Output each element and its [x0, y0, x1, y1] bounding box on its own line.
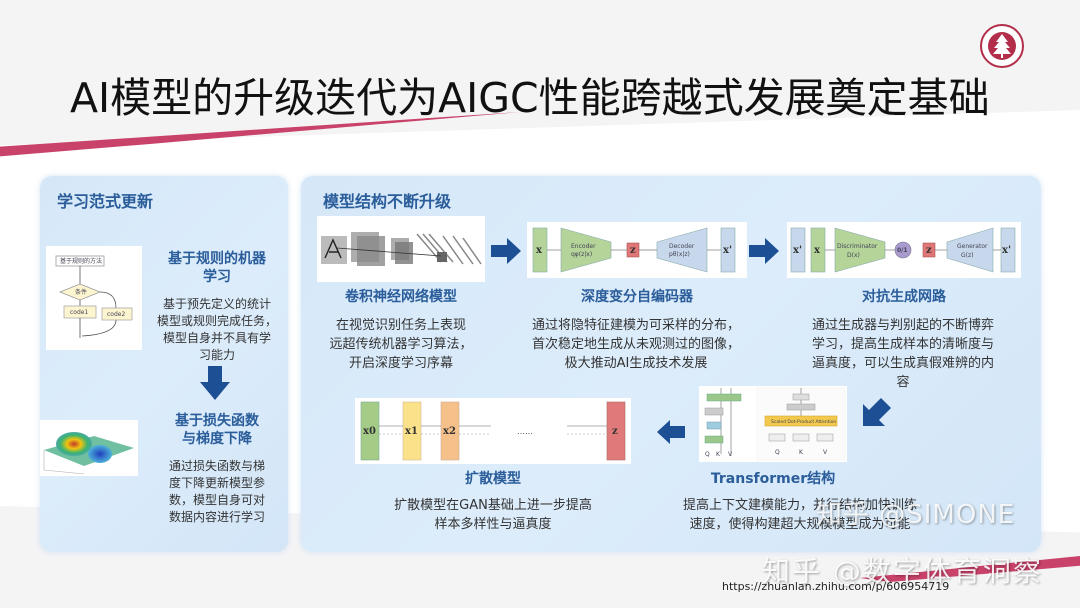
desc-line: 基于预先定义的统计	[162, 297, 271, 311]
stage1-title-line2: 学习	[203, 269, 231, 285]
svg-text:z: z	[612, 426, 618, 437]
vae-title: 深度变分自编码器	[581, 289, 693, 305]
svg-text:V: V	[728, 451, 733, 458]
svg-text:……: ……	[517, 427, 533, 436]
svg-text:qφ(z|x): qφ(z|x)	[571, 251, 592, 258]
gan-figure: x' x Discriminator D(x) 0/1 z Generator …	[787, 222, 1021, 278]
svg-text:pθ(x|z): pθ(x|z)	[669, 251, 690, 258]
panel-title: 学习范式更新	[57, 192, 154, 211]
svg-text:Generator: Generator	[957, 243, 988, 250]
desc-line: 通过生成器与判别起的不断博弈	[811, 318, 994, 333]
right-arrow-icon	[491, 238, 521, 264]
svg-text:code2: code2	[107, 311, 125, 318]
svg-text:0/1: 0/1	[897, 247, 908, 254]
svg-text:条件: 条件	[75, 288, 87, 296]
svg-text:x1: x1	[405, 426, 418, 437]
desc-line: 扩散模型在GAN基础上进一步提高	[394, 498, 592, 513]
gan-description: 通过生成器与判别起的不断博弈 学习，提高生成样本的清晰度与 逼真度，可以生成真假…	[783, 316, 1023, 392]
decorative-stripe-top	[0, 112, 520, 157]
svg-text:Q: Q	[775, 449, 780, 456]
university-seal-icon	[980, 24, 1024, 68]
vae-description: 通过将隐特征建模为可采样的分布， 首次稳定地生成从未观测过的图像， 极大推动AI…	[501, 316, 771, 373]
desc-line: 极大推动AI生成技术发展	[564, 356, 708, 371]
desc-line: 速度，使得构建超大规模模型成为可能	[689, 517, 911, 532]
desc-line: 模型或规则完成任务，	[156, 314, 277, 328]
model-structure-panel: 模型结构不断升级 卷积神经网络模型 在视觉识别任务上表现 远超传统机器学习算法，…	[301, 176, 1041, 552]
desc-line: 通过将隐特征建模为可采样的分布，	[531, 318, 740, 333]
loss-surface-figure	[40, 420, 138, 476]
desc-line: 通过损失函数与梯	[168, 459, 265, 473]
svg-text:x': x'	[1002, 245, 1011, 256]
source-url: https://zhuanlan.zhihu.com/p/606954719	[722, 580, 950, 593]
transformer-description: 提高上下文建模能力，并行结构加快训练 速度，使得构建超大规模模型成为可能	[655, 496, 945, 534]
slide-title: AI模型的升级迭代为AIGC性能跨越式发展奠定基础	[70, 74, 990, 122]
watermark-zhihu: 知乎 @数字体育洞察	[762, 555, 1043, 588]
svg-text:x: x	[536, 245, 543, 256]
svg-text:D(x): D(x)	[847, 252, 860, 259]
stage1-title: 基于规则的机器 学习	[150, 250, 284, 286]
desc-line: 逼真度，可以生成真假难辨的内	[811, 356, 994, 371]
decorative-stripe-bottom	[860, 556, 1080, 582]
desc-line: 远超传统机器学习算法，	[329, 337, 473, 352]
down-arrow-icon	[200, 366, 230, 400]
desc-line: 学习，提高生成样本的清晰度与	[811, 337, 994, 352]
watermark-simone: 知乎 @SIMONE	[816, 500, 1016, 530]
desc-line: 习能力	[198, 348, 235, 362]
transformer-figure: Q K V Scaled Dot-Product Attention Q K V	[699, 386, 847, 462]
gan-title: 对抗生成网路	[862, 289, 946, 305]
svg-text:基于规则的方法: 基于规则的方法	[60, 257, 102, 265]
stage1-description: 基于预先定义的统计 模型或规则完成任务， 模型自身并不具有学 习能力	[148, 296, 286, 364]
desc-line: 容	[896, 375, 910, 390]
stage2-description: 通过损失函数与梯 度下降更新模型参 数，模型自身可对 数据内容进行学习	[150, 458, 284, 526]
vae-figure: x Encoder qφ(z|x) z Decoder pθ(x|z) x'	[527, 222, 747, 278]
transformer-title: Transformer结构	[710, 471, 836, 487]
svg-text:Decoder: Decoder	[669, 243, 695, 250]
desc-line: 度下降更新模型参	[168, 476, 265, 490]
panel-title: 模型结构不断升级	[323, 192, 452, 211]
right-arrow-icon	[749, 238, 779, 264]
svg-text:K: K	[799, 449, 804, 456]
svg-text:z: z	[926, 245, 932, 256]
diffusion-figure: x0 x1 x2 …… z	[355, 398, 631, 464]
desc-line: 模型自身并不具有学	[162, 331, 271, 345]
learning-paradigm-panel: 学习范式更新 基于规则的方法 条件 code1 code2 基于规则的机器 学习…	[40, 176, 288, 552]
cnn-figure	[317, 216, 485, 282]
svg-text:code1: code1	[70, 309, 88, 316]
desc-line: 数，模型自身可对	[168, 493, 265, 507]
diffusion-description: 扩散模型在GAN基础上进一步提高 样本多样性与逼真度	[347, 496, 639, 534]
desc-line: 样本多样性与逼真度	[434, 517, 552, 532]
svg-text:V: V	[823, 449, 828, 456]
svg-text:Discriminator: Discriminator	[837, 243, 878, 250]
desc-line: 数据内容进行学习	[168, 510, 265, 524]
down-left-arrow-icon	[863, 398, 891, 426]
svg-text:x0: x0	[363, 426, 376, 437]
svg-text:x2: x2	[443, 426, 456, 437]
svg-text:x': x'	[793, 245, 802, 256]
stage2-title: 基于损失函数 与梯度下降	[152, 412, 282, 448]
stage1-title-line1: 基于规则的机器	[168, 251, 266, 267]
svg-text:Encoder: Encoder	[571, 243, 596, 250]
svg-text:x': x'	[723, 245, 732, 256]
desc-line: 首次稳定地生成从未观测过的图像，	[531, 337, 740, 352]
rule-based-flowchart: 基于规则的方法 条件 code1 code2	[46, 246, 142, 350]
cnn-title: 卷积神经网络模型	[345, 289, 457, 305]
svg-text:x: x	[814, 245, 821, 256]
stage2-title-line2: 与梯度下降	[182, 431, 252, 447]
left-arrow-icon	[657, 420, 685, 444]
svg-text:Scaled Dot-Product Attention: Scaled Dot-Product Attention	[771, 419, 836, 425]
stage2-title-line1: 基于损失函数	[175, 413, 259, 429]
svg-text:Q: Q	[705, 451, 710, 458]
desc-line: 提高上下文建模能力，并行结构加快训练	[682, 498, 917, 513]
desc-line: 在视觉识别任务上表现	[335, 318, 466, 333]
desc-line: 开启深度学习序幕	[348, 356, 453, 371]
svg-text:G(z): G(z)	[961, 252, 973, 259]
svg-text:K: K	[716, 451, 721, 458]
cnn-description: 在视觉识别任务上表现 远超传统机器学习算法， 开启深度学习序幕	[303, 316, 499, 373]
diffusion-title: 扩散模型	[465, 471, 521, 487]
svg-text:z: z	[630, 245, 636, 256]
